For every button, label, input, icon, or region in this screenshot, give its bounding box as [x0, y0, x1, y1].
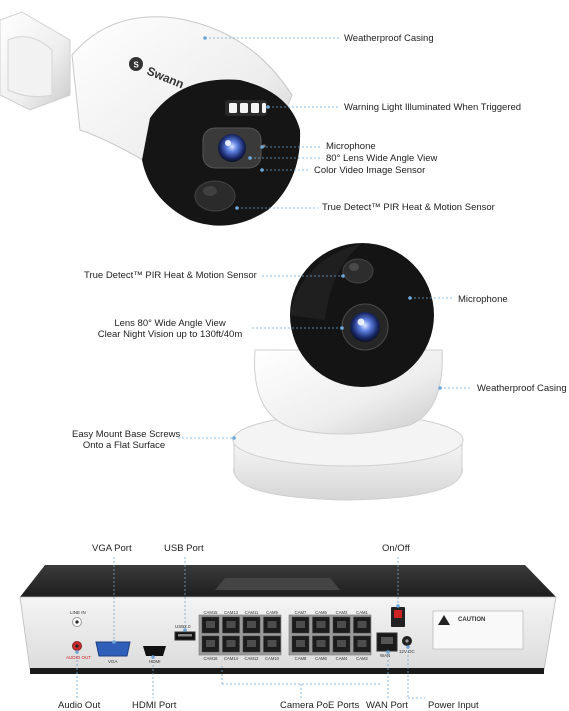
cam-label-top: CAM13 — [224, 610, 239, 615]
poe-port-socket — [247, 640, 256, 647]
poe-port-socket — [226, 640, 236, 647]
bullet-leader-dots — [203, 36, 270, 210]
cam-label-bottom: CAM2 — [356, 656, 368, 661]
bullet-pir-label: True Detect™ PIR Heat & Motion Sensor — [322, 202, 495, 213]
bullet-warning-light-label: Warning Light Illuminated When Triggered — [344, 102, 522, 113]
poe-port-socket — [316, 621, 326, 628]
usb-port-label: USB Port — [164, 543, 204, 554]
camera-poe-ports-label: Camera PoE Ports — [280, 700, 360, 711]
bullet-microphone-label: Microphone — [326, 141, 376, 152]
dome-mount-line1: Easy Mount Base Screws — [72, 429, 181, 440]
bullet-casing-label: Weatherproof Casing — [344, 33, 434, 44]
poe-port-socket — [296, 640, 305, 647]
bullet-camera: S — [0, 11, 301, 226]
poe-port-socket — [226, 621, 236, 628]
cam-label-bottom: CAM4 — [336, 656, 348, 661]
hdmi-panel-text: HDMI — [149, 659, 161, 664]
usb-panel-text: USB2.0 — [175, 624, 191, 629]
poe-port-socket — [337, 640, 346, 647]
cam-label-bottom: CAM10 — [265, 656, 280, 661]
cam-label-bottom: CAM6 — [315, 656, 327, 661]
dome-casing-label: Weatherproof Casing — [477, 383, 567, 394]
dome-microphone-label: Microphone — [458, 294, 508, 305]
cam-label-top: CAM1 — [356, 610, 368, 615]
dc-panel-text: 12V DC — [399, 649, 416, 654]
cam-label-top: CAM7 — [295, 610, 307, 615]
cam-label-top: CAM3 — [336, 610, 348, 615]
nvr-panel-text: LINE IN AUDIO OUT VGA HDMI USB2.0 WAN 12… — [66, 610, 485, 664]
dome-pir-label: True Detect™ PIR Heat & Motion Sensor — [84, 270, 257, 281]
poe-port-socket — [267, 621, 277, 628]
line-in-text: LINE IN — [70, 610, 86, 615]
cam-label-bottom: CAM14 — [224, 656, 239, 661]
caution-label-title: CAUTION — [458, 617, 485, 623]
cam-label-top: CAM15 — [204, 610, 219, 615]
bullet-leader-lines — [205, 37, 340, 209]
wan-panel-text: WAN — [380, 653, 390, 658]
poe-port-socket — [206, 640, 215, 647]
audio-out-panel-text: AUDIO OUT — [66, 655, 91, 660]
cam-label-top: CAM5 — [315, 610, 327, 615]
poe-port-socket — [206, 621, 215, 628]
poe-port-socket — [357, 621, 367, 628]
dome-lens-label: Lens 80° Wide Angle View Clear Night Vis… — [90, 318, 250, 340]
bullet-lens-label: 80° Lens Wide Angle View — [326, 153, 438, 164]
cam-label-bottom: CAM12 — [245, 656, 260, 661]
cam-label-bottom: CAM16 — [204, 656, 219, 661]
nvr-leader-dots — [75, 604, 410, 659]
dome-mount-line2: Onto a Flat Surface — [82, 440, 166, 451]
svg-text:S: S — [134, 61, 140, 70]
nvr-recorder — [19, 565, 557, 674]
poe-port-socket — [247, 621, 256, 628]
dome-camera — [232, 243, 464, 501]
power-input-label: Power Input — [428, 700, 479, 711]
nvr-leader-lines — [76, 557, 425, 699]
poe-port-socket — [337, 621, 346, 628]
onoff-label: On/Off — [382, 543, 410, 554]
cam-label-top: CAM9 — [266, 610, 278, 615]
vga-panel-text: VGA — [108, 659, 118, 664]
cam-label-top: CAM11 — [245, 610, 259, 615]
vga-port-label: VGA Port — [92, 543, 132, 554]
dome-leader-lines — [178, 275, 472, 439]
dome-lens-line2: Clear Night Vision up to 130ft/40m — [97, 329, 243, 340]
hdmi-port-label: HDMI Port — [132, 700, 177, 711]
poe-port-socket — [296, 621, 305, 628]
wan-port-label: WAN Port — [366, 700, 408, 711]
bullet-sensor-label: Color Video Image Sensor — [314, 165, 426, 176]
poe-port-socket — [267, 640, 277, 647]
dome-lens-line1: Lens 80° Wide Angle View — [114, 318, 226, 329]
dome-mount-label: Easy Mount Base Screws Onto a Flat Surfa… — [72, 429, 181, 451]
dome-leader-dots — [232, 274, 442, 440]
poe-port-socket — [357, 640, 367, 647]
poe-port-socket — [316, 640, 326, 647]
audio-out-label: Audio Out — [58, 700, 101, 711]
cam-label-bottom: CAM8 — [295, 656, 307, 661]
